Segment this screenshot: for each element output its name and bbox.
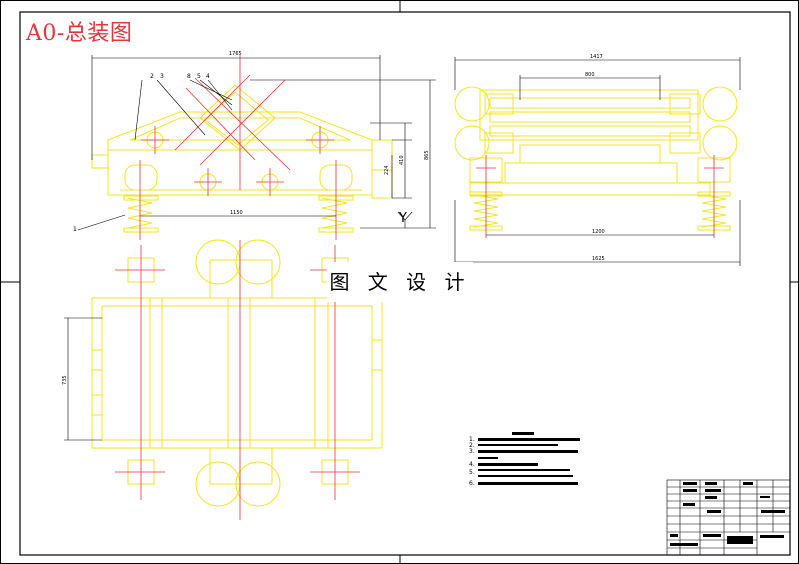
part-label-5: 5	[197, 73, 201, 80]
part-label-2: 2	[150, 73, 154, 80]
technical-notes	[478, 432, 580, 485]
dim-height-mid: 410	[399, 155, 405, 165]
side-view	[454, 86, 738, 231]
side-centerlines	[476, 155, 724, 238]
dim-plan-height: 735	[62, 375, 68, 385]
inner-border	[19, 11, 791, 556]
dim-bottom-length: 1150	[230, 210, 243, 216]
dim-side-top-width: 1417	[590, 54, 603, 60]
dim-top-length: 1765	[229, 51, 242, 57]
note-6: 6.	[469, 480, 475, 487]
watermark-text: 图 文 设 计	[327, 262, 473, 302]
axis-label-y: Y	[398, 211, 407, 226]
dim-side-base-width: 1200	[592, 229, 605, 235]
dim-side-inner-width: 800	[585, 72, 595, 78]
note-4: 4.	[469, 461, 475, 468]
plan-dims	[64, 317, 102, 441]
front-dims	[77, 55, 436, 231]
dim-height-total: 865	[424, 150, 430, 160]
part-label-8: 8	[187, 73, 191, 80]
note-5: 5.	[469, 469, 475, 476]
note-1: 1.	[469, 436, 475, 443]
front-centerlines	[139, 55, 337, 240]
part-label-3: 3	[160, 73, 164, 80]
part-label-1: 1	[73, 226, 77, 233]
dim-height-small: 224	[384, 165, 390, 175]
note-3: 3.	[469, 448, 475, 455]
part-label-4: 4	[206, 73, 210, 80]
dim-side-overall-width: 1625	[592, 256, 605, 262]
title-block-text	[670, 482, 785, 546]
plan-frame	[91, 297, 383, 449]
side-frame-top	[479, 89, 699, 141]
note-2: 2.	[469, 442, 475, 449]
side-dims	[454, 57, 741, 266]
spring-left	[123, 164, 159, 233]
title-block	[666, 479, 791, 556]
drawing-title: A0-总装图	[26, 21, 133, 46]
